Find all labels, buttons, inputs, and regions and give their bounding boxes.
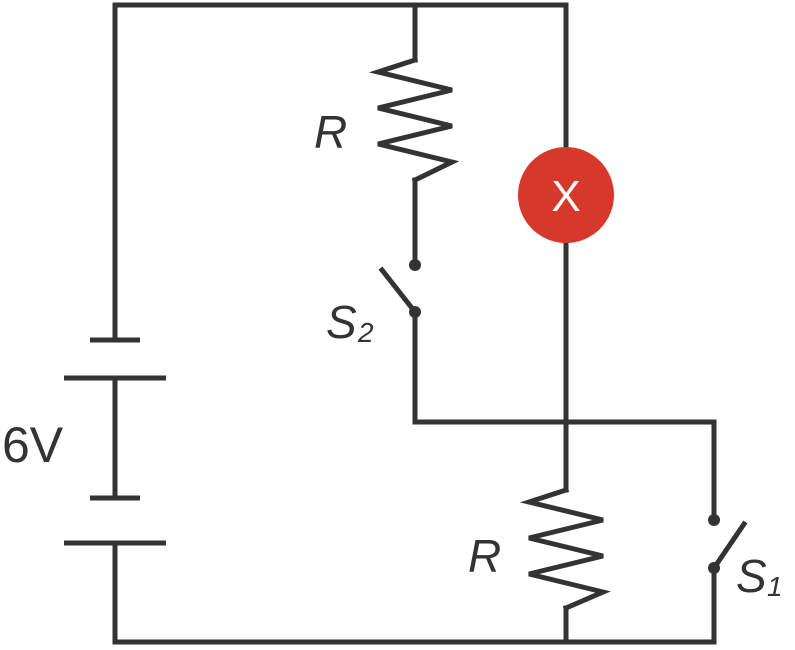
lamp-body: [518, 147, 614, 243]
switch-s1-contact-bottom: [708, 562, 720, 574]
switch-s2-label: S 2: [326, 296, 374, 348]
switch-s1-letter: S: [736, 550, 767, 602]
battery-label: 6V: [2, 417, 64, 473]
switch-s1-lever: [710, 520, 748, 572]
lamp-symbol: X: [551, 172, 580, 221]
resistor-top-label: R: [314, 106, 347, 158]
resistor-top: [368, 56, 460, 184]
wires: [112, 2, 717, 645]
switch-s2-subscript: 2: [357, 317, 374, 348]
battery: [64, 337, 166, 546]
switch-s1-subscript: 1: [767, 571, 783, 602]
switch-s2-contact-bottom: [409, 306, 421, 318]
switch-s1-contact-top: [708, 514, 720, 526]
switch-s1-label: S 1: [736, 550, 783, 602]
resistor-bottom: [519, 486, 611, 612]
switch-s2-letter: S: [326, 296, 357, 348]
lamp: X: [518, 147, 614, 243]
bottom-wire: [112, 540, 717, 645]
resistor-bottom-label: R: [468, 530, 501, 582]
switch-s1[interactable]: [708, 514, 748, 574]
switch-s2[interactable]: [378, 259, 421, 318]
switch-s2-lever: [378, 266, 419, 316]
switch-s2-contact-top: [409, 259, 421, 271]
